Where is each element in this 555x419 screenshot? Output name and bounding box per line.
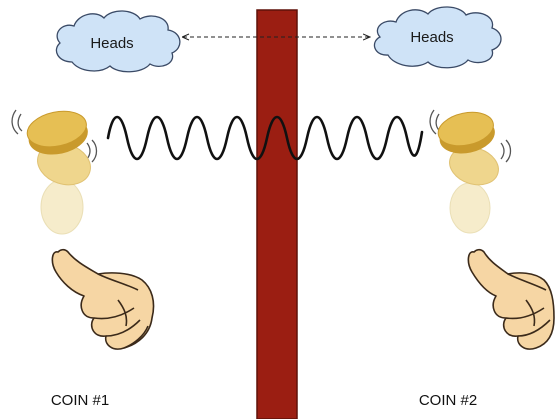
cloud-left-label: Heads: [90, 35, 133, 52]
cloud-right: Heads: [374, 7, 501, 68]
cloud-left: Heads: [56, 11, 179, 72]
motion-lines-icon: [12, 110, 22, 134]
coin-flip-right: COIN #2: [419, 108, 554, 409]
motion-lines-icon: [501, 140, 511, 162]
coin-flip-left: COIN #1: [12, 106, 153, 409]
thumbs-up-hand-icon: [468, 250, 554, 349]
thumbs-up-hand-icon: [52, 250, 153, 349]
coin-left-label: COIN #1: [51, 392, 109, 409]
barrier-wall: [257, 10, 297, 419]
cloud-right-label: Heads: [410, 29, 453, 46]
coin-icon: [41, 180, 83, 234]
coin-icon: [450, 183, 490, 233]
coin-right-label: COIN #2: [419, 392, 477, 409]
coin-icon: [435, 108, 498, 159]
